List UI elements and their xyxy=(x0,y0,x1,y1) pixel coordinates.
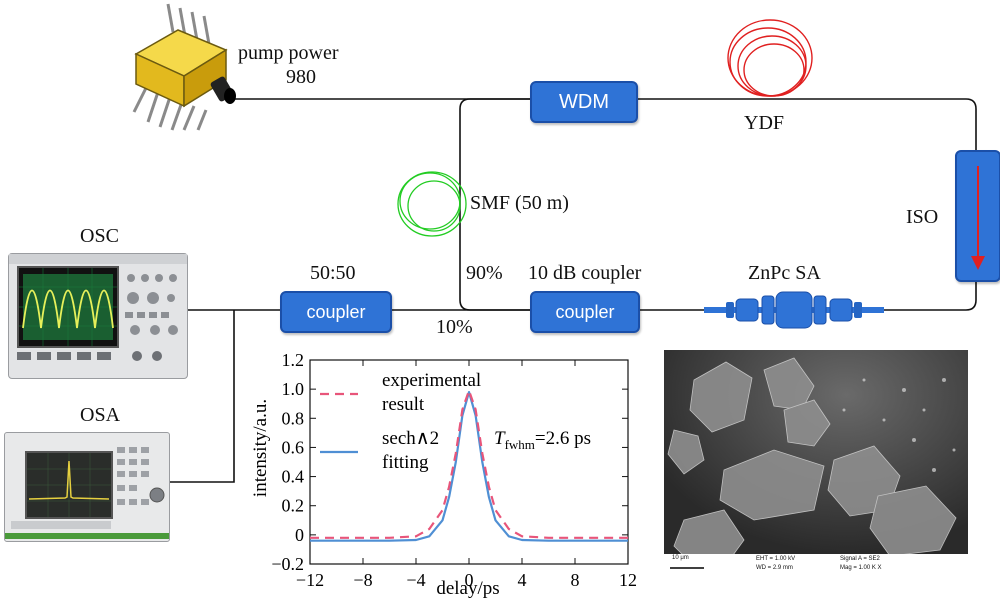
pump-label: pump power xyxy=(238,42,339,64)
isolator-component xyxy=(955,150,1000,282)
coupler-5050: coupler xyxy=(280,291,392,333)
chart-ylabel: intensity/a.u. xyxy=(250,399,271,497)
y-tick-label: 0 xyxy=(295,525,304,545)
pct90-label: 90% xyxy=(466,262,503,284)
legend-label-fit-2: fitting xyxy=(382,452,429,473)
pump-laser-icon xyxy=(132,3,236,131)
x-tick-label: 0 xyxy=(465,570,474,590)
arrow-down-icon xyxy=(971,166,985,270)
x-tick-label: 12 xyxy=(619,570,637,590)
wdm-component: WDM xyxy=(530,81,638,123)
ratio-5050-label: 50:50 xyxy=(310,262,356,284)
legend-label-experimental-2: result xyxy=(382,394,425,415)
x-tick-label: 4 xyxy=(518,570,527,590)
pct10-label: 10% xyxy=(436,316,473,338)
osa-fiber xyxy=(167,310,235,483)
x-tick-label: −4 xyxy=(406,570,425,590)
sem-image: 10 μm EHT = 1.00 kV WD = 2.9 mm Signal A… xyxy=(664,350,968,576)
zns-label: ZnPc SA xyxy=(748,262,821,284)
sem-info-1: EHT = 1.00 kV xyxy=(756,556,796,562)
y-tick-label: 0.6 xyxy=(282,437,305,457)
coupler-10db: coupler xyxy=(530,291,640,333)
osa-screen xyxy=(25,451,113,519)
osc-label: OSC xyxy=(80,225,119,247)
y-tick-label: 0.2 xyxy=(282,496,305,516)
series-fit-line xyxy=(310,390,628,542)
x-tick-label: −8 xyxy=(353,570,372,590)
y-tick-label: 0.4 xyxy=(282,467,305,487)
y-tick-label: 0.8 xyxy=(282,408,305,428)
tfwhm-annotation: Tfwhm=2.6 ps xyxy=(494,428,591,452)
x-tick-label: −12 xyxy=(296,570,324,590)
oscilloscope xyxy=(8,253,188,379)
ydf-coil xyxy=(727,19,813,97)
sem-info-4: Mag = 1.00 K X xyxy=(840,565,882,571)
y-tick-label: −0.2 xyxy=(271,554,304,574)
x-tick-label: 8 xyxy=(571,570,580,590)
sem-info-3: Signal A = SE2 xyxy=(840,556,880,562)
oscilloscope-screen xyxy=(17,266,119,348)
series-experimental-line xyxy=(310,389,628,539)
smf-label: SMF (50 m) xyxy=(470,192,569,214)
smf-coil xyxy=(397,171,467,237)
iso-label: ISO xyxy=(906,206,939,228)
ring-top-right xyxy=(638,98,977,152)
legend-label-experimental-1: experimental xyxy=(382,370,481,391)
legend-label-fit-1: sech∧2 xyxy=(382,428,439,449)
autocorrelation-chart: −12 −8 −4 0 4 8 12 −0.2 0 0.2 0.4 0.6 0.8 1.0 1.2 expe… xyxy=(250,350,637,598)
ydf-label: YDF xyxy=(744,112,785,134)
sem-info-2: WD = 2.9 mm xyxy=(756,565,793,571)
y-tick-label: 1.0 xyxy=(282,379,305,399)
pump-wavelength-label: 980 xyxy=(286,66,316,88)
optical-spectrum-analyzer xyxy=(4,432,170,542)
saturable-absorber-icon xyxy=(704,291,884,329)
coupler-10db-label: 10 dB coupler xyxy=(528,262,642,284)
sem-scale-bar-label: 10 μm xyxy=(672,555,689,561)
osa-label: OSA xyxy=(80,404,121,426)
ring-right-lower xyxy=(880,278,977,311)
y-tick-label: 1.2 xyxy=(282,350,305,370)
chart-xlabel: delay/ps xyxy=(436,578,499,598)
